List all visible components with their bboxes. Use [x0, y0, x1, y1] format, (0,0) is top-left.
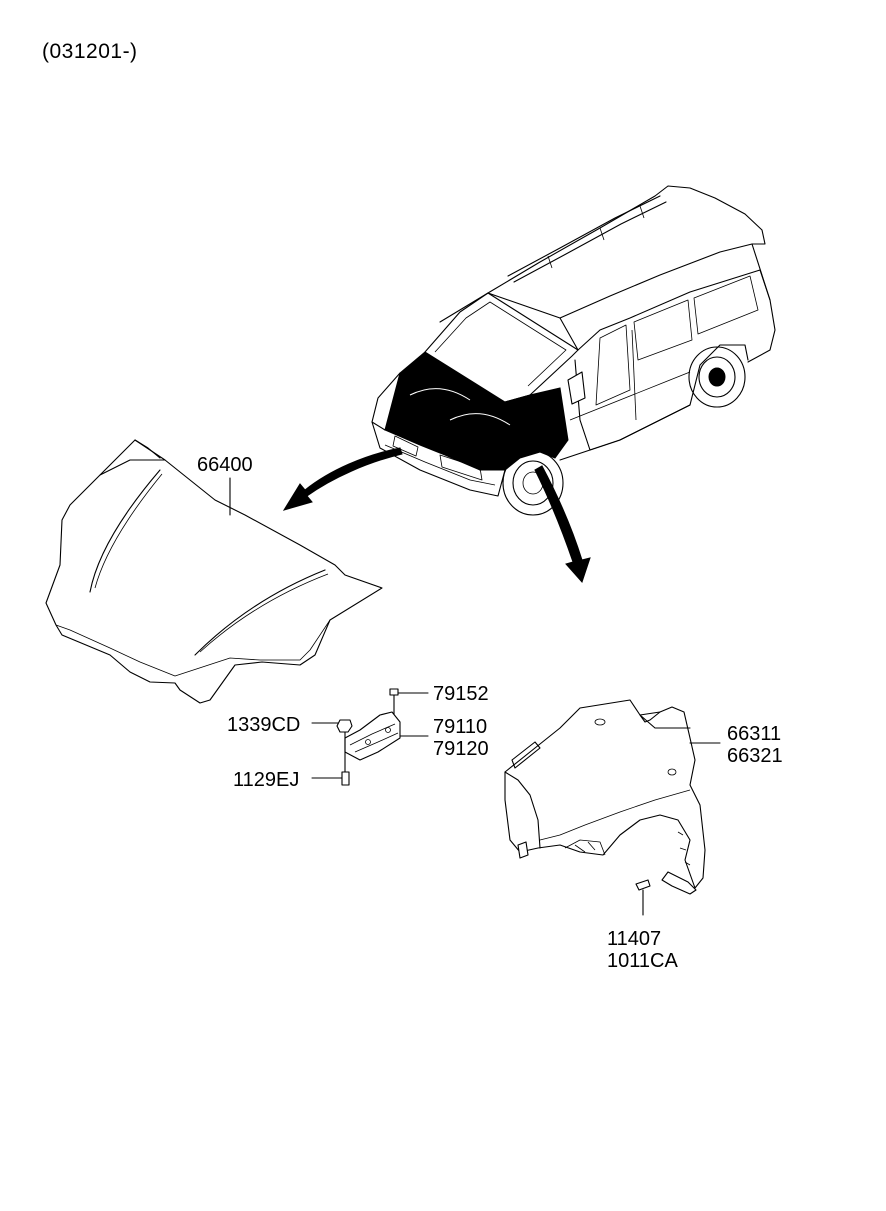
- part-label-screw: 11407: [607, 928, 661, 950]
- part-label-hood: 66400: [197, 454, 253, 476]
- leader-lines: [229, 477, 721, 779]
- part-label-hinge-rh: 79120: [433, 738, 489, 760]
- part-label-fender-lh: 66311: [727, 723, 781, 745]
- part-label-bolt-top: 79152: [433, 683, 489, 705]
- minivan-illustration: [371, 185, 776, 516]
- hinge-drawing: [336, 688, 401, 786]
- hood-panel-drawing: [45, 439, 383, 704]
- part-label-nut: 1339CD: [227, 714, 300, 736]
- part-label-bolt-lower: 1129EJ: [233, 769, 299, 791]
- part-label-fender-rh: 66321: [727, 745, 783, 767]
- part-label-hinge-lh: 79110: [433, 716, 487, 738]
- fender-drawing: [504, 699, 706, 916]
- part-label-screw-alt: 1011CA: [607, 950, 678, 972]
- catalog-date-code: (031201-): [42, 40, 138, 63]
- fender-arrow: [534, 465, 591, 583]
- hood-arrow: [282, 447, 403, 511]
